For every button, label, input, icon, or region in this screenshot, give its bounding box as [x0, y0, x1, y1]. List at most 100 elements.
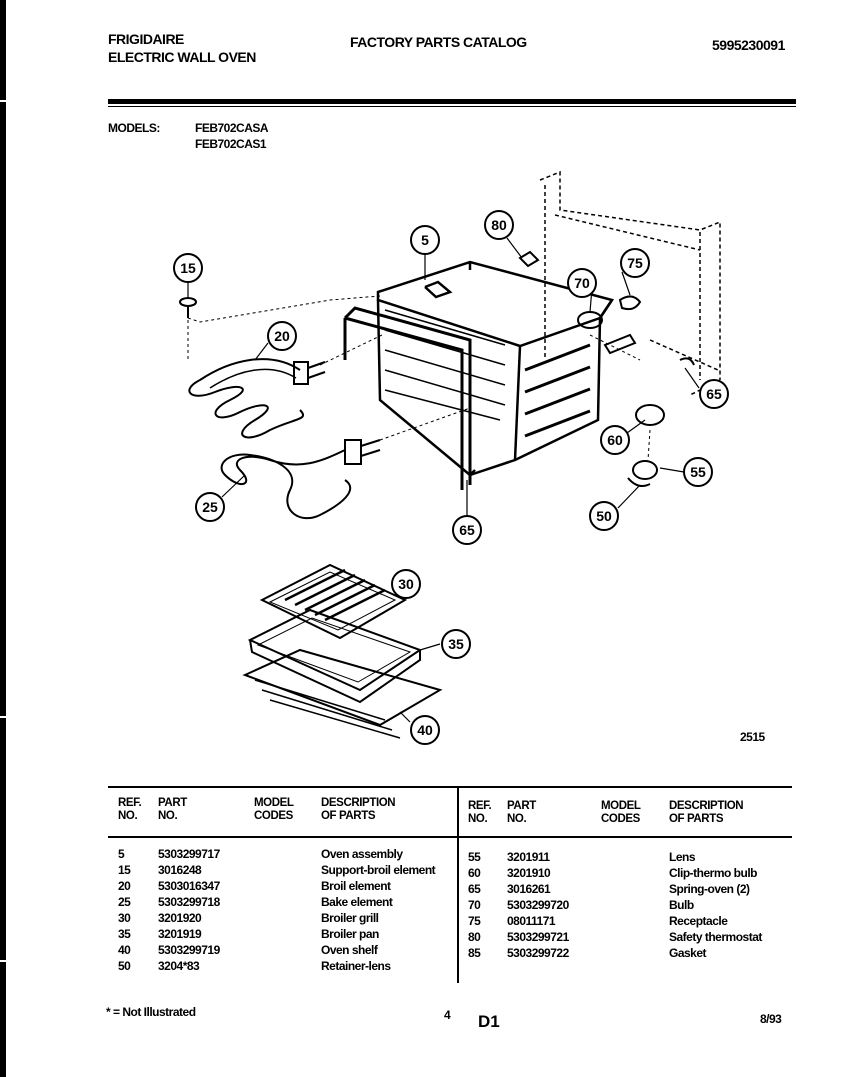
- part-number: 3016248: [158, 863, 202, 877]
- table-top-rule: [108, 786, 792, 788]
- ref-number: 35: [118, 927, 131, 941]
- column-header-part: PART NO.: [158, 797, 187, 822]
- part-description: Bake element: [321, 895, 393, 909]
- column-header-model: MODEL CODES: [601, 800, 641, 825]
- broil-element: [188, 358, 326, 439]
- callout-5: [410, 225, 440, 255]
- part-number: 3204*83: [158, 959, 200, 973]
- table-row: 50 3204*83 Retainer-lens: [108, 958, 458, 974]
- ref-number: 55: [468, 850, 481, 864]
- lens-parts: [627, 404, 665, 487]
- ref-number: 75: [468, 914, 481, 928]
- part-number: 3201919: [158, 927, 202, 941]
- callout-20: [267, 321, 297, 351]
- catalog-page: [6, 0, 864, 1077]
- part-number: 5303299717: [158, 847, 220, 861]
- part-description: Broiler pan: [321, 927, 379, 941]
- callout-50: [589, 501, 619, 531]
- model-number: FEB702CAS1: [195, 137, 267, 151]
- oven-body: [376, 260, 615, 477]
- callout-label: 40: [417, 722, 433, 738]
- table-row: 35 3201919 Broiler pan: [108, 926, 458, 942]
- callout-85-gasket: [452, 515, 482, 545]
- brand-name: FRIGIDAIRE: [108, 31, 184, 47]
- callout-label: 20: [274, 328, 290, 344]
- broil-support: [179, 297, 197, 318]
- broiler-pan: [247, 608, 441, 704]
- ref-number: 40: [118, 943, 131, 957]
- callout-label: 75: [627, 255, 643, 271]
- ref-number: 5: [118, 847, 125, 861]
- revision-date: 8/93: [760, 1012, 782, 1026]
- models-label: MODELS:: [108, 121, 160, 135]
- callout-30: [391, 569, 421, 599]
- exploded-parts-diagram: 5 15 20 25 30 35 40 50 55 60 65 65 70 75…: [173, 170, 729, 745]
- part-description: Spring-oven (2): [669, 882, 750, 896]
- part-description: Broil element: [321, 879, 391, 893]
- oven-shelf: [242, 648, 443, 739]
- page-number: 4: [444, 1008, 451, 1022]
- catalog-number: 5995230091: [712, 37, 785, 53]
- broiler-grill: [259, 563, 411, 640]
- part-number: 3201911: [507, 850, 550, 864]
- column-header-model: MODEL CODES: [254, 797, 294, 822]
- ref-number: 50: [118, 959, 131, 973]
- callout-40: [410, 715, 440, 745]
- table-row: 25 5303299718 Bake element: [108, 894, 458, 910]
- part-number: 3201910: [507, 866, 551, 880]
- callout-55: [683, 457, 713, 487]
- callout-75: [620, 248, 650, 278]
- table-divider: [457, 788, 459, 983]
- part-number: 3201920: [158, 911, 202, 925]
- callout-label: 65: [706, 386, 722, 402]
- part-description: Support-broil element: [321, 863, 436, 877]
- column-header-desc: DESCRIPTION OF PARTS: [669, 800, 744, 825]
- ref-number: 30: [118, 911, 131, 925]
- callout-label: 70: [574, 275, 590, 291]
- column-header-ref: REF. NO.: [118, 797, 142, 822]
- callout-label: 65: [459, 522, 475, 538]
- callout-leaders: [187, 237, 700, 516]
- callout-label: 35: [448, 636, 464, 652]
- ref-number: 80: [468, 930, 481, 944]
- product-name: ELECTRIC WALL OVEN: [108, 49, 256, 65]
- oven-gasket: [343, 306, 472, 490]
- part-number: 5303016347: [158, 879, 220, 893]
- callout-70: [567, 268, 597, 298]
- scan-mark: [0, 716, 6, 718]
- part-description: Bulb: [669, 898, 694, 912]
- part-description: Safety thermostat: [669, 930, 762, 944]
- callout-25: [195, 492, 225, 522]
- header-rule-thin: [108, 106, 796, 107]
- callout-60: [600, 425, 630, 455]
- callout-bubbles: [173, 210, 729, 745]
- ref-number: 65: [468, 882, 481, 896]
- figure-number: 2515: [740, 730, 765, 744]
- ref-number: 25: [118, 895, 131, 909]
- callout-label: 30: [398, 576, 414, 592]
- callout-65: [699, 379, 729, 409]
- section-code: D1: [478, 1012, 500, 1031]
- scan-mark: [0, 960, 6, 962]
- part-number: 5303299718: [158, 895, 220, 909]
- part-number: 5303299719: [158, 943, 220, 957]
- part-description: Receptacle: [669, 914, 728, 928]
- part-description: Retainer-lens: [321, 959, 391, 973]
- column-header-desc: DESCRIPTION OF PARTS: [321, 797, 396, 822]
- callout-label: 60: [607, 432, 623, 448]
- callout-label: 80: [491, 217, 507, 233]
- callout-label: 55: [690, 464, 706, 480]
- footnote: * = Not Illustrated: [106, 1005, 196, 1019]
- header-rule: [108, 99, 796, 104]
